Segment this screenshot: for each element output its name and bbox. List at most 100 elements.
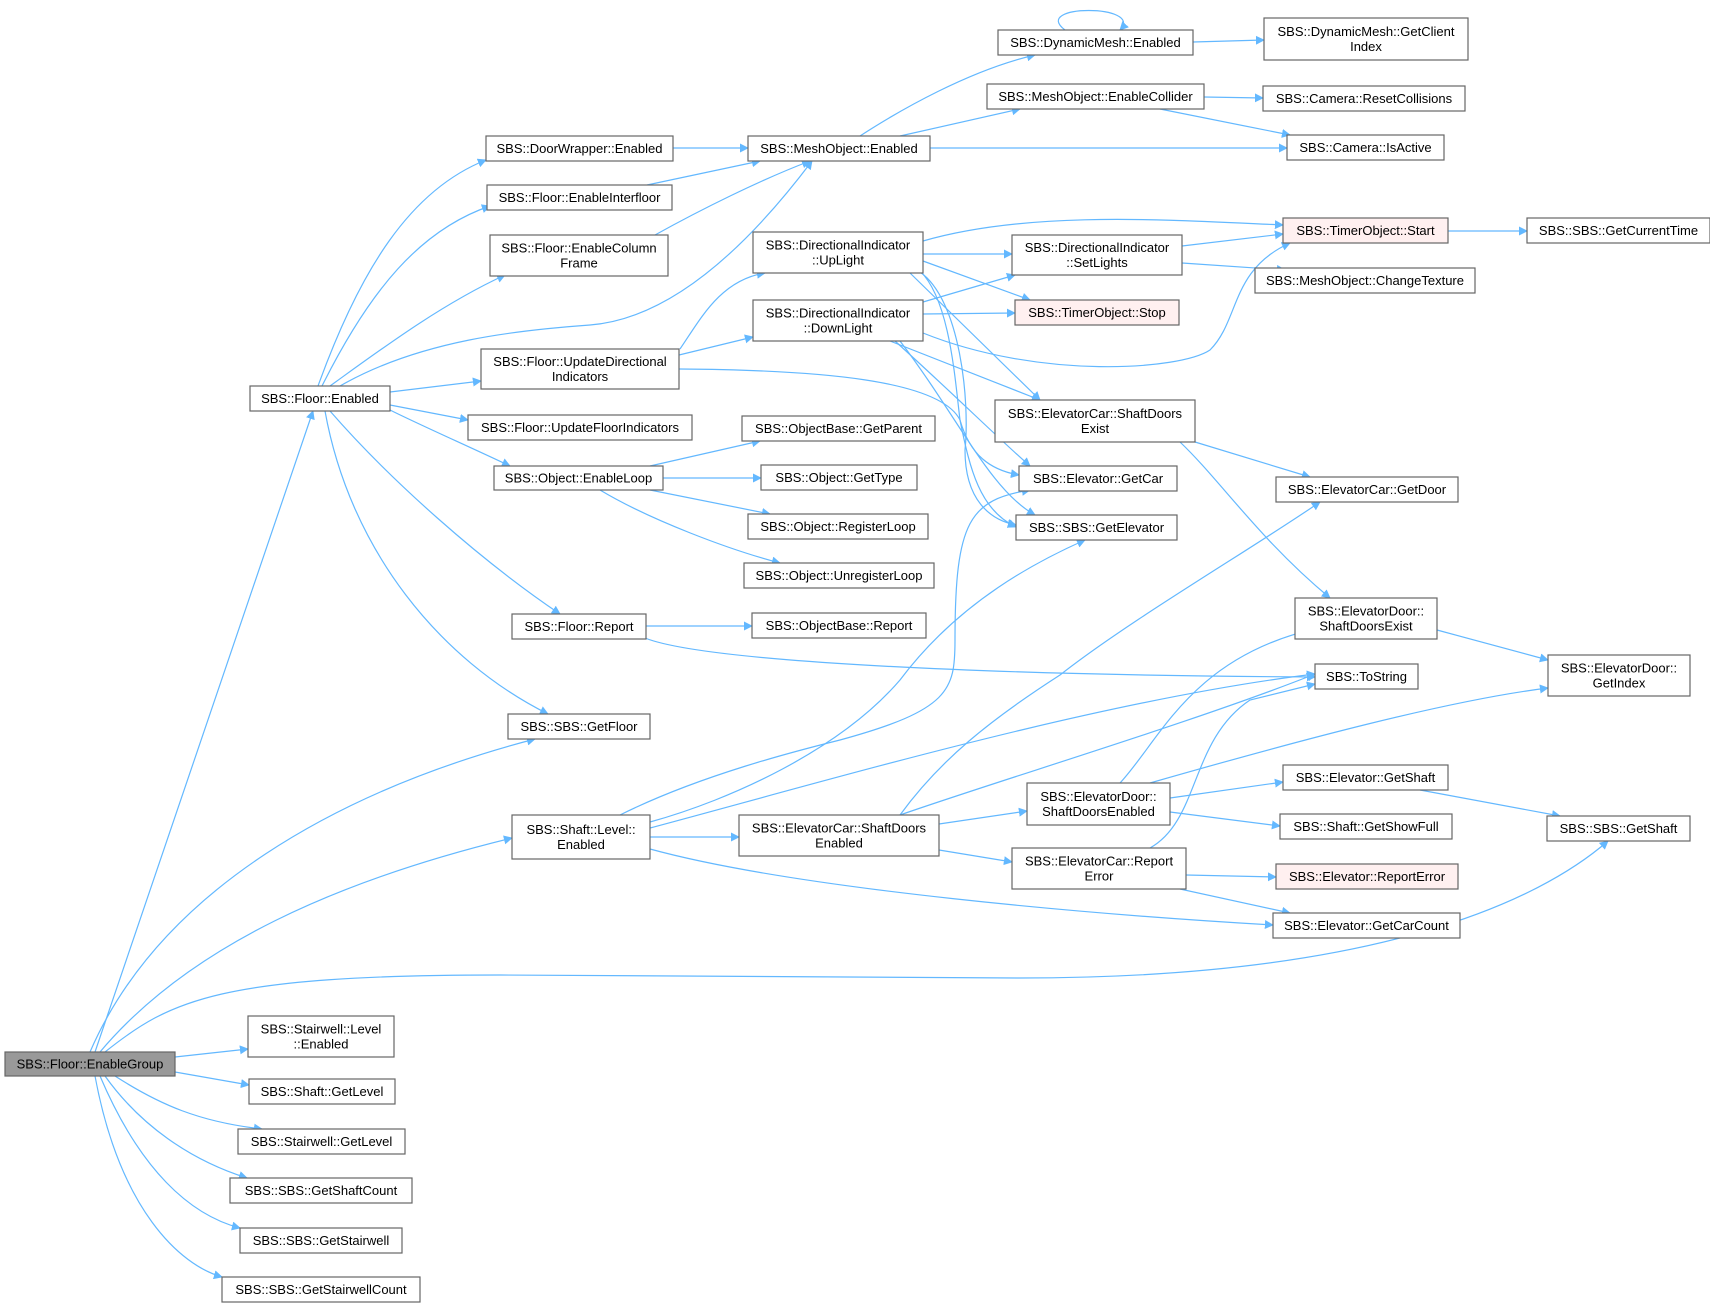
node-elevatordoor-getindex[interactable]: SBS::ElevatorDoor::GetIndex (1547, 654, 1691, 697)
node-dirind-uplight[interactable]: SBS::DirectionalIndicator::UpLight (752, 231, 924, 274)
node-label-line: SBS::SBS::GetShaft (1560, 821, 1678, 836)
edge-enablegroup-to-shaft-level-enabled (99, 835, 513, 1053)
node-object-registerloop[interactable]: SBS::Object::RegisterLoop (747, 513, 929, 540)
node-elevatorcar-shaftdoorsexist[interactable]: SBS::ElevatorCar::ShaftDoorsExist (994, 399, 1196, 443)
edge-enablegroup-to-stairwell-getlevel (114, 1075, 263, 1133)
node-sbs-tostring[interactable]: SBS::ToString (1314, 663, 1419, 690)
node-box (743, 562, 935, 589)
node-box (1275, 476, 1459, 503)
node-object-gettype[interactable]: SBS::Object::GetType (760, 464, 918, 491)
node-timerobject-stop[interactable]: SBS::TimerObject::Stop (1014, 299, 1180, 326)
edge-shaft-level-enabled-to-sbs-getelevator (649, 539, 1086, 823)
edge-dynamicmesh-enabled-to-dynamicmesh-getclientindex (1192, 35, 1265, 45)
edge-dirind-downlight-to-elevator-getcar (894, 340, 1031, 467)
node-box (1275, 863, 1459, 890)
node-elevator-reporterror[interactable]: SBS::Elevator::ReportError (1275, 863, 1459, 890)
edge-object-enableloop-to-object-registerloop (649, 489, 771, 517)
node-dirind-setlights[interactable]: SBS::DirectionalIndicator::SetLights (1011, 234, 1183, 276)
node-stairwell-level-enabled[interactable]: SBS::Stairwell::Level::Enabled (247, 1015, 395, 1058)
node-label-line: SBS::SBS::GetFloor (520, 719, 638, 734)
node-label-line: SBS::Camera::IsActive (1299, 140, 1431, 155)
node-box (221, 1276, 421, 1303)
edge-dirind-downlight-to-timerobject-stop (922, 308, 1016, 318)
node-label-line: SBS::DirectionalIndicator (1025, 240, 1170, 255)
node-dirind-downlight[interactable]: SBS::DirectionalIndicator::DownLight (752, 299, 924, 342)
node-label-line: SBS::Object::GetType (775, 470, 902, 485)
node-box (747, 513, 929, 540)
node-box (1015, 514, 1178, 541)
node-timerobject-start[interactable]: SBS::TimerObject::Start (1282, 217, 1449, 244)
node-box (1254, 267, 1476, 294)
node-elevatordoor-shaftdoorsexist[interactable]: SBS::ElevatorDoor::ShaftDoorsExist (1294, 597, 1438, 640)
node-meshobject-enabled[interactable]: SBS::MeshObject::Enabled (747, 135, 931, 162)
node-floor-report[interactable]: SBS::Floor::Report (511, 613, 647, 640)
node-label-line: ::Enabled (294, 1037, 349, 1052)
node-box (1272, 912, 1461, 939)
edge-elevatordoor-shaftdoorsexist-to-elevatordoor-getindex (1436, 629, 1549, 663)
node-floor-enabled[interactable]: SBS::Floor::Enabled (249, 385, 391, 412)
node-label-line: SBS::ElevatorCar::GetDoor (1288, 482, 1447, 497)
node-sbs-getfloor[interactable]: SBS::SBS::GetFloor (507, 713, 651, 740)
edge-elevatorcar-reporterror-to-elevator-getcarcount (1179, 888, 1291, 916)
node-label-line: SBS::ElevatorCar::ShaftDoors (1008, 406, 1183, 421)
node-label-line: SBS::Object::UnregisterLoop (756, 568, 923, 583)
node-shaft-getlevel[interactable]: SBS::Shaft::GetLevel (248, 1078, 396, 1105)
node-objectbase-getparent[interactable]: SBS::ObjectBase::GetParent (741, 415, 936, 442)
node-box (511, 814, 651, 860)
edge-object-enableloop-to-object-unregisterloop (599, 489, 781, 566)
node-box (237, 1128, 406, 1155)
node-floor-updatefloorindicators[interactable]: SBS::Floor::UpdateFloorIndicators (467, 414, 693, 441)
node-sbs-getshaft[interactable]: SBS::SBS::GetShaft (1546, 815, 1691, 842)
node-enablegroup[interactable]: SBS::Floor::EnableGroup (4, 1051, 176, 1077)
node-box (760, 464, 918, 491)
node-elevator-getshaft[interactable]: SBS::Elevator::GetShaft (1282, 764, 1449, 791)
node-camera-isactive[interactable]: SBS::Camera::IsActive (1286, 134, 1445, 161)
node-elevatordoor-shaftdoorsenabled[interactable]: SBS::ElevatorDoor::ShaftDoorsEnabled (1026, 782, 1171, 826)
node-label-line: SBS::Object::EnableLoop (505, 471, 652, 486)
edge-floor-enableinterfloor-to-meshobject-enabled (646, 158, 761, 186)
node-box (467, 414, 693, 441)
node-floor-enableinterfloor[interactable]: SBS::Floor::EnableInterfloor (486, 184, 673, 211)
node-sbs-getstairwell[interactable]: SBS::SBS::GetStairwell (239, 1227, 403, 1254)
node-object-unregisterloop[interactable]: SBS::Object::UnregisterLoop (743, 562, 935, 589)
edge-floor-enabled-to-floor-enableinterfloor (321, 204, 491, 387)
edge-shaft-level-enabled-to-elevator-getcar (619, 486, 1031, 816)
node-objectbase-report[interactable]: SBS::ObjectBase::Report (751, 612, 927, 639)
node-shaft-level-enabled[interactable]: SBS::Shaft::Level::Enabled (511, 814, 651, 860)
node-elevator-getcar[interactable]: SBS::Elevator::GetCar (1018, 465, 1178, 492)
node-meshobject-changetexture[interactable]: SBS::MeshObject::ChangeTexture (1254, 267, 1476, 294)
node-sbs-getshaftcount[interactable]: SBS::SBS::GetShaftCount (229, 1177, 413, 1204)
node-object-enableloop[interactable]: SBS::Object::EnableLoop (493, 465, 664, 491)
node-box (1279, 813, 1453, 840)
edge-enablegroup-to-sbs-getstairwellcount (94, 1075, 223, 1280)
edge-dirind-downlight-to-elevatorcar-shaftdoorsexist (889, 340, 1041, 402)
edge-floor-report-to-sbs-tostring (644, 637, 1316, 682)
node-label-line: SBS::DoorWrapper::Enabled (497, 141, 663, 156)
node-label-line: SBS::TimerObject::Start (1296, 223, 1435, 238)
node-elevatorcar-getdoor[interactable]: SBS::ElevatorCar::GetDoor (1275, 476, 1459, 503)
node-label-line: Index (1350, 39, 1382, 54)
node-meshobject-enablecollider[interactable]: SBS::MeshObject::EnableCollider (986, 83, 1205, 110)
node-box (1546, 815, 1691, 842)
node-doorwrapper-enabled[interactable]: SBS::DoorWrapper::Enabled (485, 135, 674, 162)
node-sbs-getelevator[interactable]: SBS::SBS::GetElevator (1015, 514, 1178, 541)
edge-dirind-downlight-to-dirind-setlights (922, 272, 1016, 303)
node-sbs-getcurrenttime[interactable]: SBS::SBS::GetCurrentTime (1526, 217, 1710, 244)
node-box (1526, 217, 1710, 244)
node-sbs-getstairwellcount[interactable]: SBS::SBS::GetStairwellCount (221, 1276, 421, 1303)
node-label-line: SBS::ElevatorDoor:: (1308, 604, 1424, 619)
node-dynamicmesh-enabled[interactable]: SBS::DynamicMesh::Enabled (997, 29, 1194, 56)
node-label-line: SBS::Elevator::GetShaft (1296, 770, 1436, 785)
node-stairwell-getlevel[interactable]: SBS::Stairwell::GetLevel (237, 1128, 406, 1155)
node-elevator-getcarcount[interactable]: SBS::Elevator::GetCarCount (1272, 912, 1461, 939)
node-elevatorcar-reporterror[interactable]: SBS::ElevatorCar::ReportError (1011, 847, 1187, 890)
node-shaft-getshowfull[interactable]: SBS::Shaft::GetShowFull (1279, 813, 1453, 840)
node-label-line: SBS::DirectionalIndicator (766, 238, 911, 253)
edge-floor-updatedirectional-to-sbs-getelevator (678, 368, 1017, 528)
node-elevatorcar-shaftdoorsenabled[interactable]: SBS::ElevatorCar::ShaftDoorsEnabled (738, 814, 940, 857)
node-camera-resetcollisions[interactable]: SBS::Camera::ResetCollisions (1262, 85, 1466, 112)
